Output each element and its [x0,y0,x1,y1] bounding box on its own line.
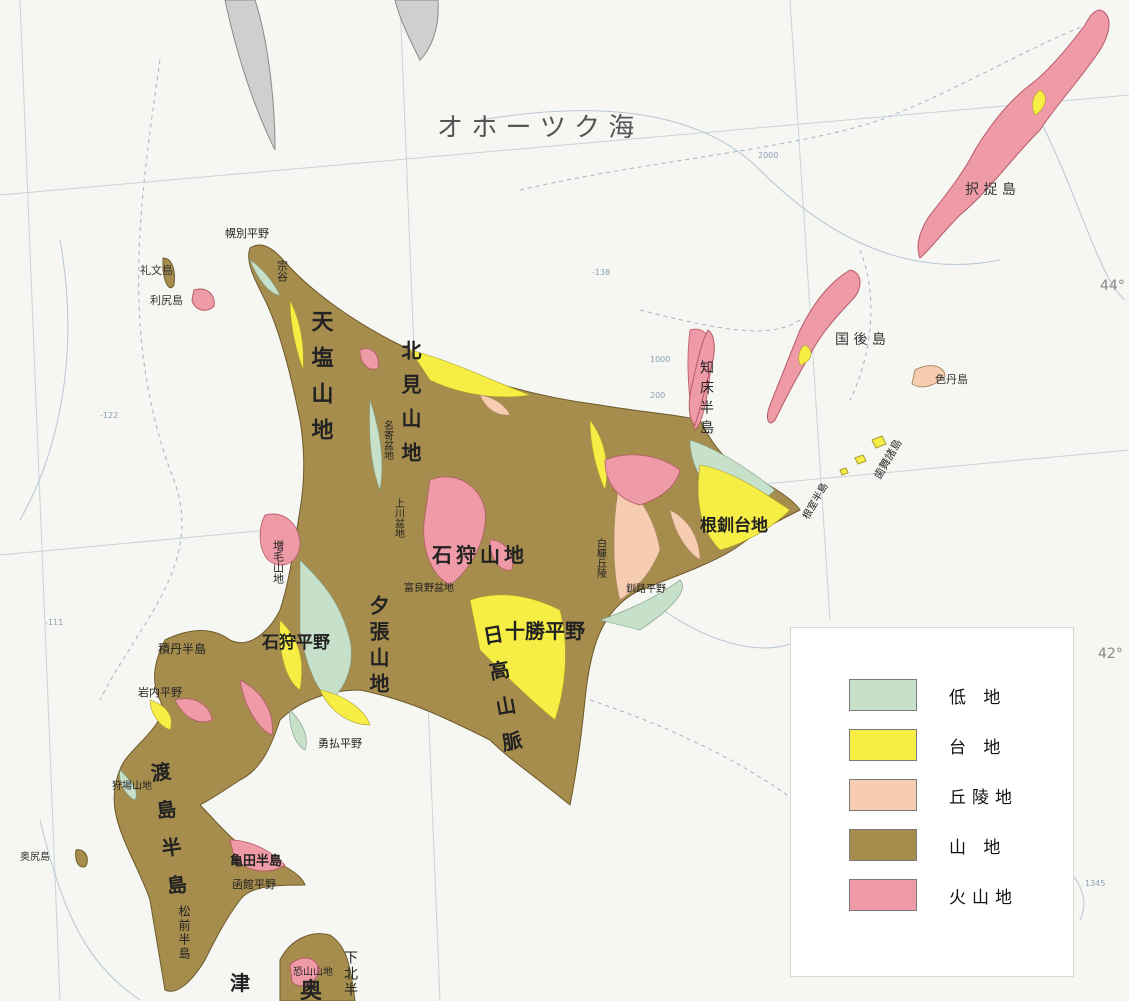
shikotan-label: 色丹島 [935,372,968,386]
shiretoko-peninsula [688,329,715,426]
ishikari-sanchi-label: 石狩山地 [431,543,528,567]
depth-1345-label: 1345 [1085,879,1105,888]
iwanai-label: 岩内平野 [138,685,182,699]
legend-row-mountain: 山 地 [849,828,1006,862]
tokachi-label: 十勝平野 [505,619,585,643]
plateau-areas [149,299,791,731]
rishiri-label: 利尻島 [150,293,183,307]
shakotan-label: 積丹半島 [158,641,206,656]
teshio-sanchi-label: 天塩山地 [308,310,334,454]
rishiri-island [191,288,215,311]
nayoro-label: 名寄盆地 [382,419,394,460]
karibayama-label: 狩場山地 [112,779,152,792]
habomai-islet-3 [839,467,849,476]
hakodate-label: 函館平野 [232,877,276,891]
rebun-island [162,257,175,289]
legend-row-plateau: 台 地 [849,728,1006,762]
depth-111-label: -111 [45,618,63,627]
legend-row-volcanic: 火山地 [849,878,1018,912]
shimokita-volcanic [289,957,321,987]
sea-label: オ ホ ー ツ ク 海 [437,113,634,143]
rebun-label: 礼文島 [140,263,173,277]
furano-label: 富良野盆地 [404,581,454,594]
depth-138-label: -138 [592,268,610,277]
legend-label-volcanic: 火山地 [949,887,1018,908]
legend-swatch-mountain [849,829,917,861]
horobetsu-label: 幌別平野 [225,226,269,240]
yubari-label: 夕張山地 [366,594,390,699]
kunashiri-island [767,269,861,424]
hill-areas [479,394,701,601]
legend-label-lowland: 低 地 [949,687,1007,708]
sakhalin-landmass [224,0,276,151]
legend-row-lowland: 低 地 [849,678,1006,712]
etorofu-island [917,9,1110,259]
volcanic-areas [174,328,713,872]
konsen-label: 根釧台地 [700,515,768,536]
ishikari-heiya-label: 石狩平野 [261,632,330,653]
etorofu-island-plateau [1032,89,1046,116]
tsu-label: 津 [230,971,250,995]
mashike-label: 増毛山地 [272,540,285,584]
etorofu-label: 択 捉 島 [965,182,1016,198]
osorezan-label: 恐山山地 [293,965,333,978]
kameda-label: 亀田半島 [230,853,282,869]
legend-label-hill: 丘陵地 [949,787,1018,808]
kunashiri-label: 国 後 島 [835,332,886,348]
depth-200-label: 200 [650,391,665,400]
shikotan-island [911,365,946,388]
matsumae-label: 松前半島 [177,905,191,961]
habomai-islet-2 [854,454,867,465]
legend-swatch-plateau [849,729,917,761]
depth-2000-label: 2000 [758,151,778,160]
depth-1000-label: 1000 [650,355,670,364]
okushiri-island [75,849,88,868]
latitude-42-label: 42° [1098,646,1123,662]
legend-row-hill: 丘陵地 [849,778,1018,812]
kunashiri-island-plateau [798,344,812,366]
kamikawa-label: 上川盆地 [393,498,405,538]
map-legend: 低 地 台 地 丘陵地 山 地 火山地 [790,627,1074,977]
legend-swatch-volcanic [849,879,917,911]
kuril-islands [767,9,1110,476]
kitami-sanchi-label: 北見山地 [398,340,422,476]
soya-label: 宗谷 [276,259,289,283]
yufutsu-label: 勇払平野 [318,736,362,750]
legend-label-mountain: 山 地 [949,837,1007,858]
shimokita-label: 下北半 [342,950,358,998]
depth-122-label: -122 [100,411,118,420]
kushiro-label: 釧路平野 [626,582,666,595]
sakhalin-landmass-east [394,0,439,61]
legend-swatch-hill [849,779,917,811]
nemuro-hanto-label: 根室半島 [799,480,830,521]
shiretoko-label: 知床半島 [698,359,714,440]
oku-label: 奥 [300,978,323,1001]
legend-swatch-lowland [849,679,917,711]
shiranuka-label: 白糠丘陵 [595,537,607,579]
legend-label-plateau: 台 地 [949,737,1007,758]
habomai-islet-1 [871,435,887,449]
okushiri-label: 奥尻島 [20,850,50,863]
latitude-44-label: 44° [1100,278,1125,294]
